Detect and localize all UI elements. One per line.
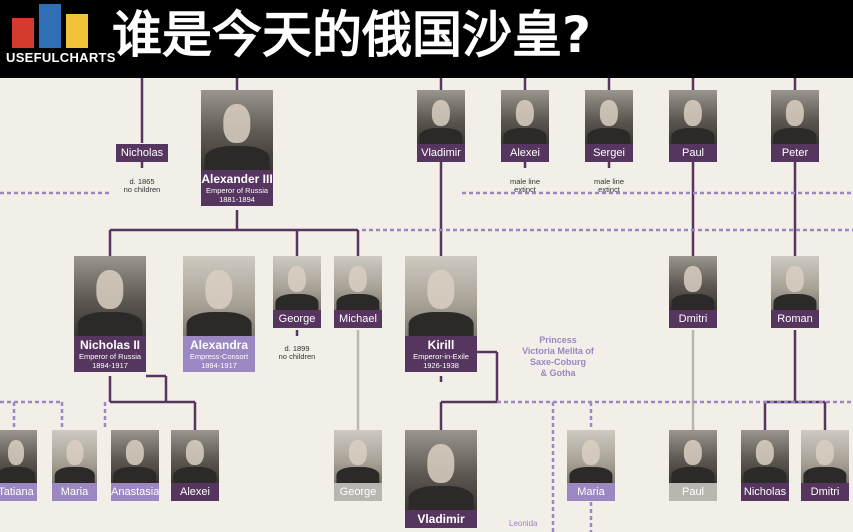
logo-bar-red (12, 18, 34, 48)
person-kirill-label[interactable]: Kirill Emperor-in-Exile 1926-1938 (405, 336, 477, 372)
person-sergei-label[interactable]: Sergei (585, 144, 633, 162)
paul-1-photo[interactable] (669, 90, 717, 144)
person-alexei-1-name: Alexei (510, 147, 540, 159)
alexandra-photo[interactable] (183, 256, 255, 336)
anastasia-photo[interactable] (111, 430, 159, 483)
person-dmitri-1-name: Dmitri (678, 313, 708, 325)
person-alexei-1-label[interactable]: Alexei (501, 144, 549, 162)
person-nicholas-ii-name: Nicholas II (79, 338, 141, 352)
person-paul-1-label[interactable]: Paul (669, 144, 717, 162)
person-alexandra-label[interactable]: Alexandra Empress-Consort 1894-1917 (183, 336, 255, 372)
maria-1-photo[interactable] (52, 430, 97, 483)
person-maria-2-label[interactable]: Maria (567, 483, 615, 501)
header-bar: USEFULCHARTS 谁是今天的俄国沙皇? (0, 0, 853, 78)
person-george-2-label[interactable]: George (334, 483, 382, 501)
nicholas-ii-photo[interactable] (74, 256, 146, 336)
person-peter-label[interactable]: Peter (771, 144, 819, 162)
person-nicholas-name: Nicholas (120, 147, 164, 159)
person-nicholas-3-label[interactable]: Nicholas (741, 483, 789, 501)
person-kirill-years: 1926-1938 (423, 361, 459, 370)
person-kirill-name: Kirill (427, 338, 455, 352)
person-vladimir-2-name: Vladimir (417, 512, 465, 526)
logo-bar-yellow (66, 14, 88, 48)
person-alexander-iii-label[interactable]: Alexander III Emperor of Russia 1881-189… (201, 170, 273, 206)
person-vladimir-2-label[interactable]: Vladimir (405, 510, 477, 528)
kirill-photo[interactable] (405, 256, 477, 336)
person-nicholas-ii-title: Emperor of Russia (78, 352, 142, 361)
person-alexei-2-name: Alexei (180, 486, 210, 498)
person-sergei-name: Sergei (593, 147, 625, 159)
logo-bar-blue (39, 4, 61, 48)
person-maria-1-label[interactable]: Maria (52, 483, 97, 501)
person-alexander-iii-title: Emperor of Russia (205, 186, 269, 195)
alexei-2-photo[interactable] (171, 430, 219, 483)
person-nicholas-3-name: Nicholas (743, 486, 787, 498)
person-kirill-title: Emperor-in-Exile (413, 352, 469, 361)
person-george-1-name: George (278, 313, 316, 325)
tatiana-photo[interactable] (0, 430, 37, 483)
vladimir-2-photo[interactable] (405, 430, 477, 510)
person-nicholas-ii-label[interactable]: Nicholas II Emperor of Russia 1894-1917 (74, 336, 146, 372)
alexei-1-photo[interactable] (501, 90, 549, 144)
princess-victoria-melita-text: Princess Victoria Melita of Saxe-Coburg … (522, 335, 594, 378)
person-alexander-iii-years: 1881-1894 (219, 195, 255, 204)
sergei-photo[interactable] (585, 90, 633, 144)
leonida-text: Leonida (509, 519, 538, 528)
person-maria-2-name: Maria (577, 486, 605, 498)
person-alexander-iii-name: Alexander III (201, 172, 273, 186)
michael-photo[interactable] (334, 256, 382, 310)
george-2-photo[interactable] (334, 430, 382, 483)
person-tatiana-name: Tatiana (0, 486, 34, 498)
maria-2-photo[interactable] (567, 430, 615, 483)
person-alexandra-years: 1894-1917 (201, 361, 237, 370)
person-peter-name: Peter (781, 147, 809, 159)
person-alexandra-name: Alexandra (189, 338, 249, 352)
person-dmitri-1-label[interactable]: Dmitri (669, 310, 717, 328)
person-alexei-2-label[interactable]: Alexei (171, 483, 219, 501)
logo-text: USEFULCHARTS (6, 50, 116, 65)
person-roman-name: Roman (777, 313, 813, 325)
roman-photo[interactable] (771, 256, 819, 310)
person-vladimir-1-label[interactable]: Vladimir (417, 144, 465, 162)
person-roman-label[interactable]: Roman (771, 310, 819, 328)
person-george-2-name: George (339, 486, 377, 498)
person-alexandra-title: Empress-Consort (189, 352, 249, 361)
person-dmitri-2-label[interactable]: Dmitri (801, 483, 849, 501)
nicholas-3-photo[interactable] (741, 430, 789, 483)
person-paul-2-name: Paul (681, 486, 705, 498)
alexander-iii-photo[interactable] (201, 90, 273, 170)
person-michael-name: Michael (339, 313, 377, 325)
page-title: 谁是今天的俄国沙皇? (112, 6, 592, 64)
person-vladimir-1-name: Vladimir (421, 147, 461, 159)
paul-2-photo[interactable] (669, 430, 717, 483)
person-nicholas-label[interactable]: Nicholas (116, 144, 168, 162)
person-anastasia-label[interactable]: Anastasia (111, 483, 159, 501)
dmitri-1-photo[interactable] (669, 256, 717, 310)
person-george-1-label[interactable]: George (273, 310, 321, 328)
person-paul-2-label[interactable]: Paul (669, 483, 717, 501)
dmitri-2-photo[interactable] (801, 430, 849, 483)
person-michael-label[interactable]: Michael (334, 310, 382, 328)
person-maria-1-name: Maria (60, 486, 89, 498)
vladimir-1-photo[interactable] (417, 90, 465, 144)
person-anastasia-name: Anastasia (111, 486, 160, 498)
person-paul-1-name: Paul (681, 147, 705, 159)
usefulcharts-logo (12, 4, 90, 48)
person-tatiana-label[interactable]: Tatiana (0, 483, 37, 501)
peter-photo[interactable] (771, 90, 819, 144)
person-dmitri-2-name: Dmitri (810, 486, 840, 498)
person-nicholas-ii-years: 1894-1917 (92, 361, 128, 370)
george-1-photo[interactable] (273, 256, 321, 310)
